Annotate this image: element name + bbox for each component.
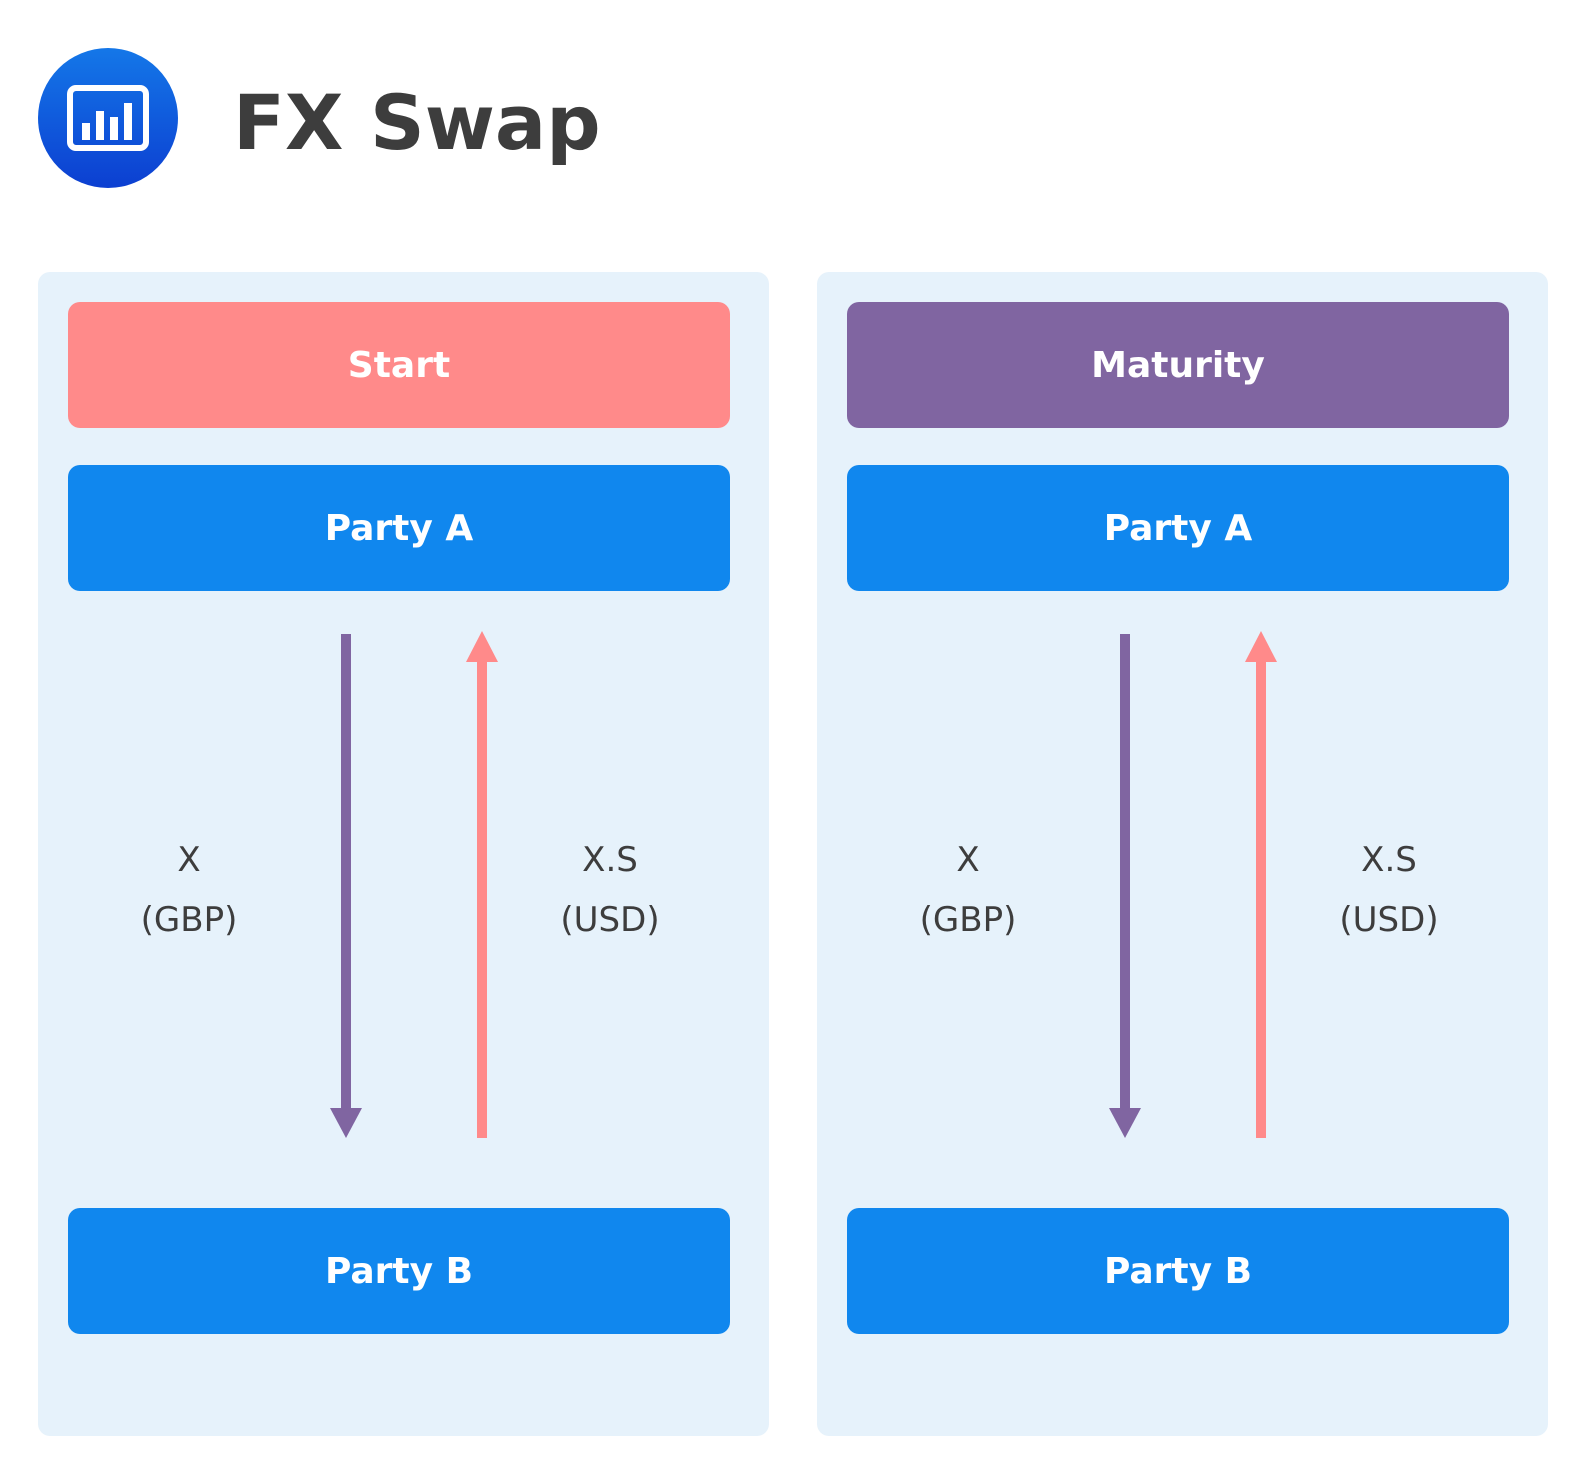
usd-arrow-up [1245,631,1277,1138]
party-a-box: Party A [68,465,730,591]
logo [38,48,178,188]
gbp-amount: X [956,840,980,880]
gbp-arrow-down [330,634,362,1138]
gbp-flow-label: X (GBP) [109,830,269,950]
party-b-box: Party B [68,1208,730,1334]
usd-flow-label: X.S (USD) [1309,830,1469,950]
flow-arrows [1109,631,1277,1138]
usd-currency: (USD) [560,900,660,940]
flow-arrows [330,631,498,1138]
start-panel: Start Party A X (GBP) X.S (USD) Party B [38,272,769,1436]
gbp-amount: X [177,840,201,880]
gbp-flow-label: X (GBP) [888,830,1048,950]
page-title: FX Swap [233,78,601,167]
party-b-box: Party B [847,1208,1509,1334]
party-a-box: Party A [847,465,1509,591]
gbp-currency: (GBP) [140,900,238,940]
phase-box-start: Start [68,302,730,428]
gbp-currency: (GBP) [919,900,1017,940]
usd-amount: X.S [582,840,638,880]
usd-arrow-up [466,631,498,1138]
usd-amount: X.S [1361,840,1417,880]
gbp-arrow-down [1109,634,1141,1138]
bar-chart-icon [67,85,149,151]
usd-flow-label: X.S (USD) [530,830,690,950]
usd-currency: (USD) [1339,900,1439,940]
maturity-panel: Maturity Party A X (GBP) X.S (USD) Party… [817,272,1548,1436]
phase-box-maturity: Maturity [847,302,1509,428]
